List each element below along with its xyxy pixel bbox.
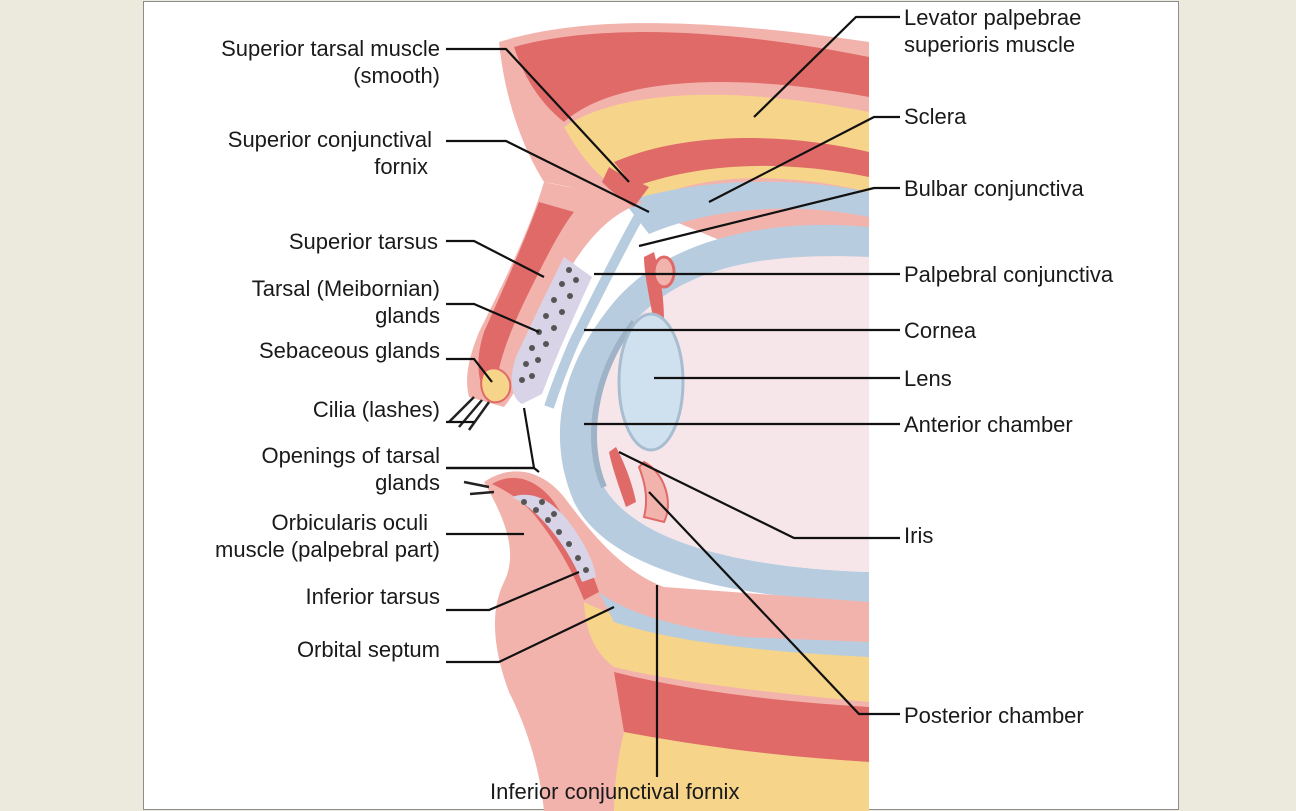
iris-lower [609, 447, 636, 507]
lower-orbit-muscle [614, 672, 869, 762]
tarsal-glands-dots [519, 267, 579, 383]
leader-posterior-chamber [648, 491, 900, 716]
label-superior-conjunctival-fornix-line1: Superior conjunctival [227, 127, 432, 152]
label-orbicularis-oculi-line1: Orbicularis oculi [271, 510, 429, 535]
label-superior-tarsus: Superior tarsus [288, 229, 438, 254]
label-superior-conjunctival-fornix-line2: fornix [374, 154, 428, 179]
leader-iris [618, 451, 900, 540]
palpebral-conjunctiva-upper [544, 204, 649, 409]
label-tarsal-glands: Tarsal (Meibornian) glands [252, 275, 440, 329]
leader-sclera [708, 115, 900, 203]
label-openings-tarsal-glands-line1: Openings of tarsal [261, 443, 440, 468]
diagram-panel: Superior tarsal muscle (smooth) Superior… [143, 1, 1179, 811]
leader-lines [446, 15, 900, 777]
lens [617, 312, 685, 452]
upper-membrane-band [624, 181, 869, 234]
leader-superior-conjunctival-fornix [446, 139, 650, 213]
label-orbicularis-oculi: Orbicularis oculi muscle (palpebral part… [215, 509, 440, 563]
label-superior-conjunctival-fornix: Superior conjunctival fornix [228, 126, 432, 180]
cornea-line [591, 320, 637, 489]
leader-tarsal-glands [446, 302, 540, 334]
inferior-tarsus [512, 494, 596, 582]
label-inferior-conjunctival-fornix: Inferior conjunctival fornix [490, 779, 740, 804]
iris-upper-vessel [652, 255, 676, 289]
cilia-lower [463, 480, 495, 496]
label-superior-tarsal-muscle-line1: Superior tarsal muscle [221, 36, 440, 61]
label-levator-line2: superioris muscle [904, 32, 1076, 57]
label-cilia: Cilia (lashes) [312, 397, 440, 422]
leader-orbital-septum [446, 606, 615, 664]
ciliary-body [637, 460, 669, 524]
label-openings-tarsal-glands: Openings of tarsal glands [261, 442, 440, 496]
lower-eyelid-muscle [492, 477, 599, 600]
label-iris: Iris [904, 523, 934, 548]
lower-membrane-band [599, 592, 869, 657]
label-superior-tarsal-muscle-line2: (smooth) [353, 63, 440, 88]
label-orbicularis-oculi-line2: muscle (palpebral part) [215, 537, 440, 562]
iris-upper [644, 252, 664, 322]
leader-openings-tarsal-glands-2 [446, 466, 540, 473]
eyelid-cross-section-illustration [446, 15, 900, 811]
label-sclera: Sclera [904, 104, 967, 129]
upper-orbit-muscle-band [514, 32, 869, 122]
leader-inferior-tarsus [446, 570, 580, 612]
lower-tarsal-glands-dots [521, 499, 589, 573]
label-palpebral-conjunctiva: Palpebral conjunctiva [904, 262, 1114, 287]
label-openings-tarsal-glands-line2: glands [375, 470, 440, 495]
superior-tarsal-muscle [602, 167, 649, 207]
leader-sebaceous-glands [446, 357, 493, 383]
label-tarsal-glands-line2: glands [375, 303, 440, 328]
leader-bulbar-conjunctiva [638, 186, 900, 248]
label-lens: Lens [904, 366, 952, 391]
label-bulbar-conjunctiva: Bulbar conjunctiva [904, 176, 1084, 201]
label-levator-line1: Levator palpebrae [904, 5, 1082, 30]
label-levator: Levator palpebrae superioris muscle [904, 4, 1081, 58]
label-orbital-septum: Orbital septum [296, 637, 440, 662]
label-tarsal-glands-line1: Tarsal (Meibornian) [251, 276, 440, 301]
levator-muscle [614, 138, 869, 187]
cilia-upper [448, 396, 491, 431]
label-superior-tarsal-muscle: Superior tarsal muscle (smooth) [221, 35, 440, 89]
leader-levator [753, 15, 900, 118]
label-sebaceous-glands: Sebaceous glands [258, 338, 440, 363]
upper-eyelid-muscle [478, 202, 574, 394]
leader-superior-tarsus [446, 239, 545, 278]
label-cornea: Cornea [904, 318, 977, 343]
leader-superior-tarsal-muscle [446, 47, 630, 183]
lower-orbit-fat [614, 732, 869, 811]
label-posterior-chamber: Posterior chamber [904, 703, 1084, 728]
label-inferior-tarsus: Inferior tarsus [305, 584, 441, 609]
label-anterior-chamber: Anterior chamber [904, 412, 1073, 437]
leader-openings-tarsal-glands [446, 407, 536, 470]
